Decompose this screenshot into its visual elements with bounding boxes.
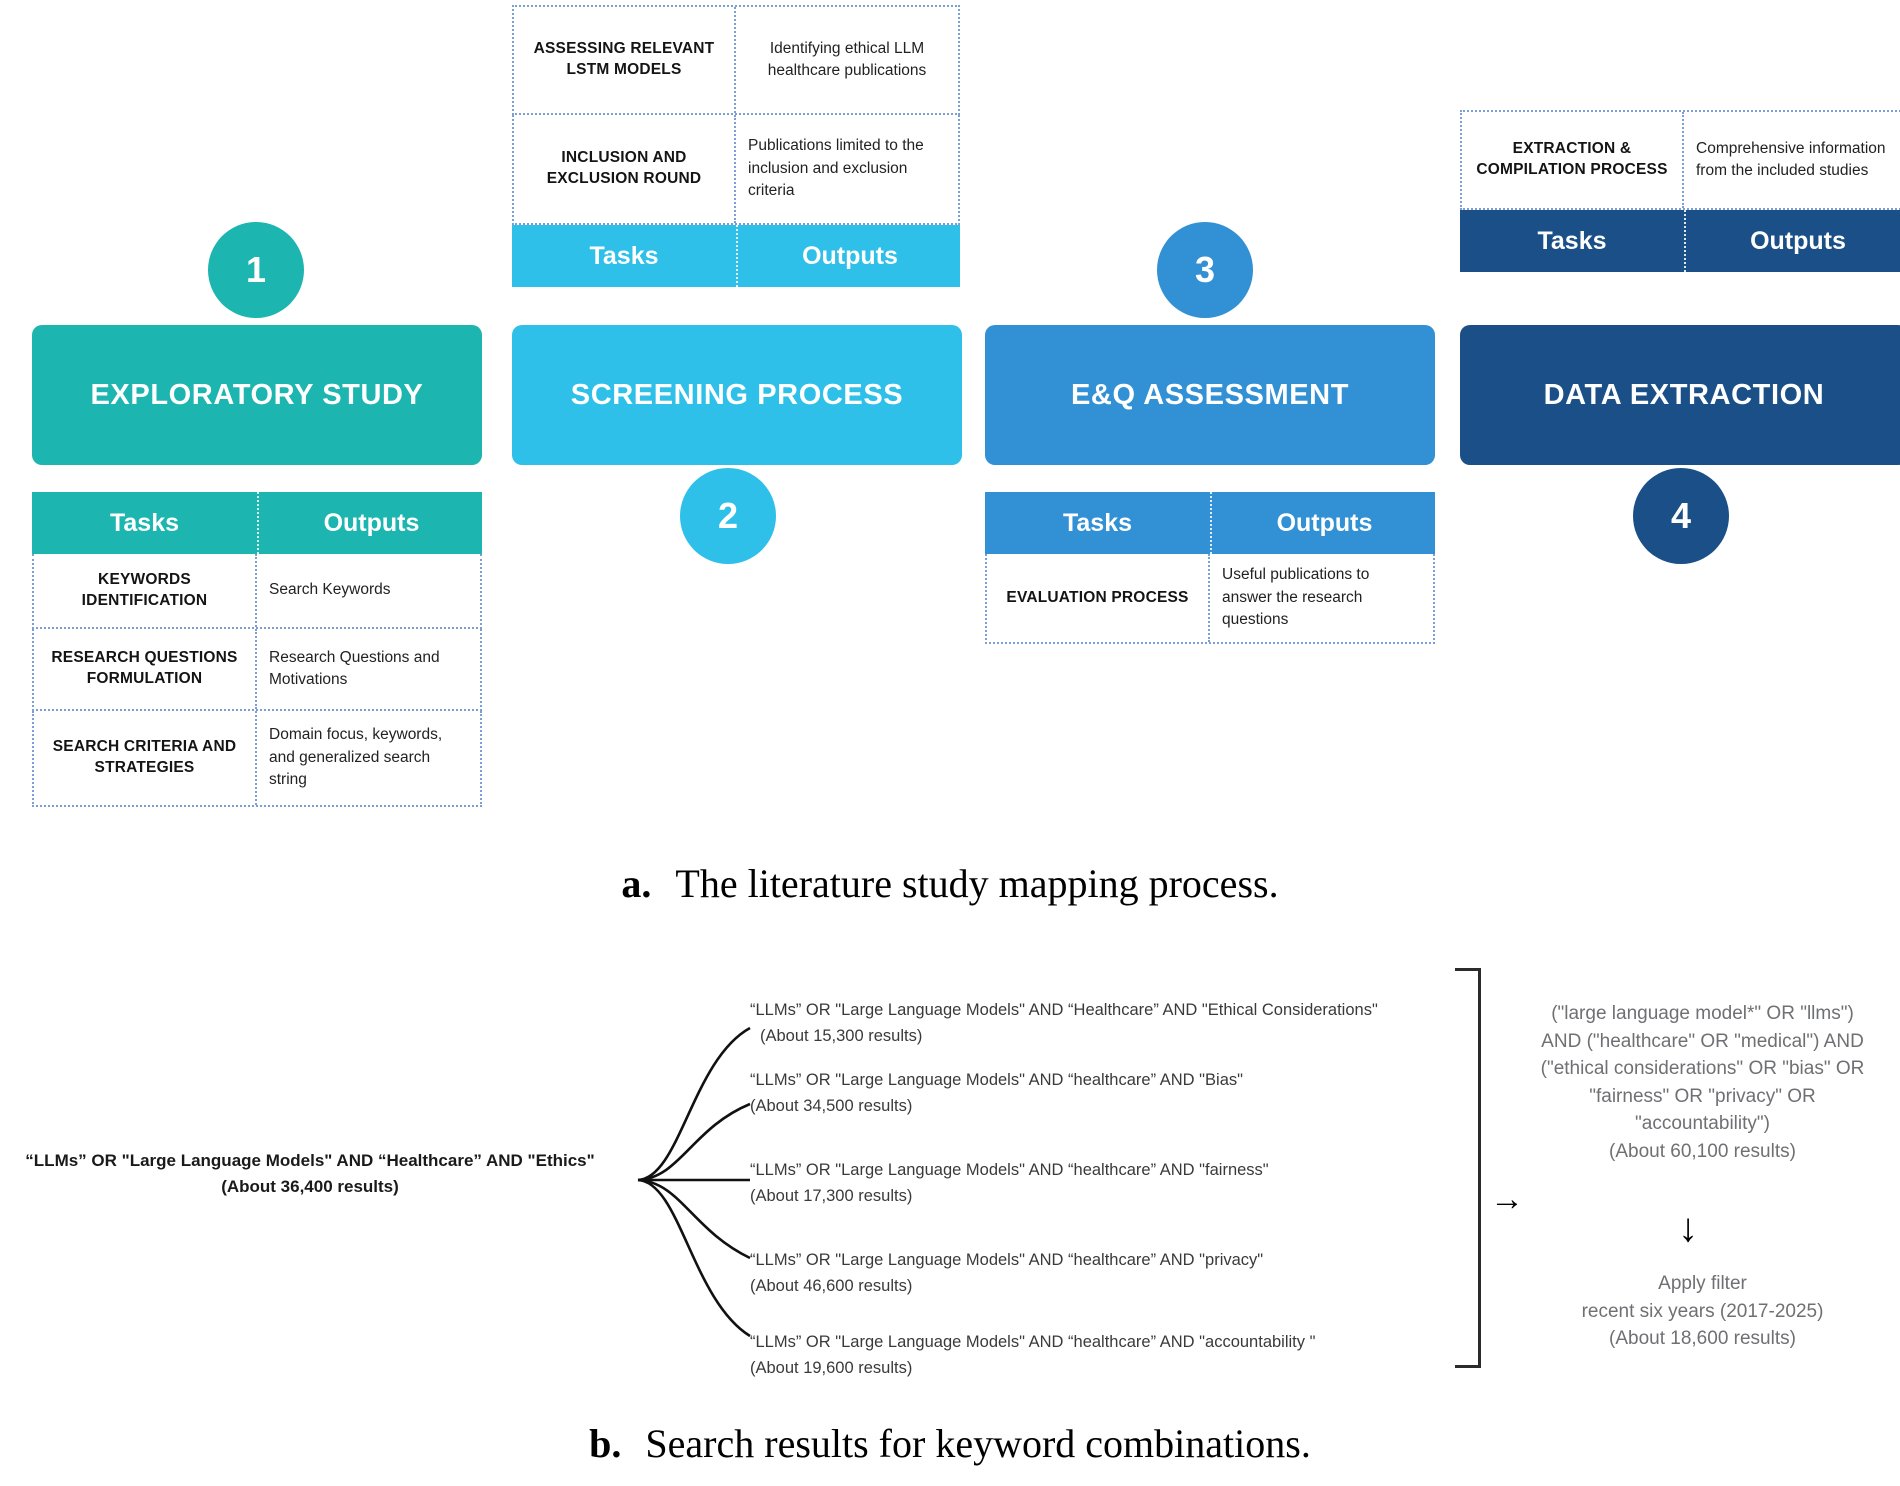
stage-band-label: DATA EXTRACTION xyxy=(1543,378,1825,411)
combined-query-line-4: "fairness" OR "privacy" OR xyxy=(1589,1085,1816,1107)
table-row: EVALUATION PROCESS Useful publications t… xyxy=(985,554,1435,644)
branch-item: “LLMs” OR "Large Language Models" AND “h… xyxy=(750,1158,1450,1209)
table-exploratory-study: Tasks Outputs KEYWORDS IDENTIFICATION Se… xyxy=(32,492,482,807)
branch-results: (About 15,300 results) xyxy=(760,1026,923,1045)
branch-item: “LLMs” OR "Large Language Models" AND “h… xyxy=(750,1330,1450,1381)
combined-query-block: ("large language model*" OR "llms") AND … xyxy=(1505,1000,1900,1165)
filter-line-1: Apply filter xyxy=(1658,1273,1747,1294)
branch-results: (About 34,500 results) xyxy=(750,1096,913,1115)
stage-band-label: EXPLORATORY STUDY xyxy=(90,378,424,411)
stage-number-4: 4 xyxy=(1633,468,1729,564)
stage-number-3: 3 xyxy=(1157,222,1253,318)
stage-number-2: 2 xyxy=(680,468,776,564)
branch-query: “LLMs” OR "Large Language Models" AND “h… xyxy=(750,1071,1243,1089)
stage-band-data-extraction[interactable]: DATA EXTRACTION xyxy=(1460,325,1900,465)
caption-a: a. The literature study mapping process. xyxy=(0,860,1900,907)
task-cell: EVALUATION PROCESS xyxy=(987,554,1210,642)
root-query-text: “LLMs” OR "Large Language Models" AND “H… xyxy=(25,1151,595,1170)
root-query-block: “LLMs” OR "Large Language Models" AND “H… xyxy=(0,1148,620,1199)
column-header-tasks: Tasks xyxy=(32,492,259,554)
task-cell: INCLUSION AND EXCLUSION ROUND xyxy=(514,115,736,223)
column-header-tasks: Tasks xyxy=(985,492,1212,554)
stage-number-1: 1 xyxy=(208,222,304,318)
column-header-outputs: Outputs xyxy=(802,241,898,270)
table-row: ASSESSING RELEVANT LSTM MODELS Identifyi… xyxy=(512,5,960,115)
branch-line-5 xyxy=(637,1178,751,1338)
branch-connector-lines xyxy=(637,1026,751,1338)
table-eq-assessment: Tasks Outputs EVALUATION PROCESS Useful … xyxy=(985,492,1435,644)
branch-item: “LLMs” OR "Large Language Models" AND “h… xyxy=(750,1068,1450,1119)
task-cell: KEYWORDS IDENTIFICATION xyxy=(34,554,257,627)
caption-a-label: a. xyxy=(621,861,652,906)
branch-query: “LLMs” OR "Large Language Models" AND “H… xyxy=(750,1001,1378,1019)
root-query-results: (About 36,400 results) xyxy=(221,1176,399,1196)
caption-b-text: Search results for keyword combinations. xyxy=(645,1421,1311,1466)
task-cell: EXTRACTION & COMPILATION PROCESS xyxy=(1462,112,1684,208)
output-cell: Research Questions and Motivations xyxy=(269,648,440,688)
stage-number-1-label: 1 xyxy=(245,249,267,290)
apply-filter-block: Apply filter recent six years (2017-2025… xyxy=(1505,1270,1900,1353)
output-cell: Useful publications to answer the resear… xyxy=(1222,566,1370,629)
branch-results: (About 46,600 results) xyxy=(750,1276,913,1295)
stage-band-eq-assessment[interactable]: E&Q ASSESSMENT xyxy=(985,325,1435,465)
combined-query-results: (About 60,100 results) xyxy=(1609,1140,1796,1162)
arrow-right-icon: → xyxy=(1490,1180,1524,1218)
output-cell: Comprehensive information from the inclu… xyxy=(1696,139,1886,179)
table-data-extraction: EXTRACTION & COMPILATION PROCESS Compreh… xyxy=(1460,110,1900,272)
stage-band-screening-process[interactable]: SCREENING PROCESS xyxy=(512,325,962,465)
task-cell: SEARCH CRITERIA AND STRATEGIES xyxy=(34,711,257,805)
table-header: Tasks Outputs xyxy=(512,225,960,287)
column-header-outputs: Outputs xyxy=(1750,226,1846,255)
table-row: RESEARCH QUESTIONS FORMULATION Research … xyxy=(32,629,482,711)
column-header-tasks: Tasks xyxy=(1460,210,1686,272)
stage-number-2-label: 2 xyxy=(717,495,739,536)
column-header-outputs: Outputs xyxy=(1276,508,1373,537)
branch-line-1 xyxy=(637,1026,751,1182)
table-row: SEARCH CRITERIA AND STRATEGIES Domain fo… xyxy=(32,711,482,807)
branch-results: (About 17,300 results) xyxy=(750,1186,913,1205)
combined-query-line-1: ("large language model*" OR "llms") xyxy=(1551,1003,1854,1024)
branch-line-4 xyxy=(637,1178,751,1260)
table-screening-process: ASSESSING RELEVANT LSTM MODELS Identifyi… xyxy=(512,5,960,287)
branch-item: “LLMs” OR "Large Language Models" AND “H… xyxy=(750,998,1450,1049)
caption-b-label: b. xyxy=(589,1421,622,1466)
filter-results: (About 18,600 results) xyxy=(1609,1328,1796,1350)
stage-band-exploratory-study[interactable]: EXPLORATORY STUDY xyxy=(32,325,482,465)
stage-number-4-label: 4 xyxy=(1670,495,1692,536)
table-header: Tasks Outputs xyxy=(1460,210,1900,272)
caption-b: b. Search results for keyword combinatio… xyxy=(0,1420,1900,1467)
table-header: Tasks Outputs xyxy=(32,492,482,554)
combined-query-line-3: ("ethical considerations" OR "bias" OR xyxy=(1540,1058,1865,1080)
table-header: Tasks Outputs xyxy=(985,492,1435,554)
panel-a-process-diagram: ASSESSING RELEVANT LSTM MODELS Identifyi… xyxy=(32,5,1900,807)
task-cell: RESEARCH QUESTIONS FORMULATION xyxy=(34,629,257,709)
table-row: KEYWORDS IDENTIFICATION Search Keywords xyxy=(32,554,482,629)
branch-query: “LLMs” OR "Large Language Models" AND “h… xyxy=(750,1251,1264,1269)
output-cell: Identifying ethical LLM healthcare publi… xyxy=(767,39,927,79)
output-cell: Search Keywords xyxy=(269,581,391,599)
stage-number-3-label: 3 xyxy=(1194,249,1216,290)
column-header-tasks: Tasks xyxy=(512,225,738,287)
table-row: INCLUSION AND EXCLUSION ROUND Publicatio… xyxy=(512,115,960,225)
column-header-outputs: Outputs xyxy=(323,508,420,537)
caption-a-text: The literature study mapping process. xyxy=(675,861,1279,906)
task-cell: ASSESSING RELEVANT LSTM MODELS xyxy=(514,7,736,113)
branch-line-2 xyxy=(637,1102,751,1182)
table-row: EXTRACTION & COMPILATION PROCESS Compreh… xyxy=(1460,110,1900,210)
filter-line-2: recent six years (2017-2025) xyxy=(1581,1300,1824,1322)
combined-query-line-2: AND ("healthcare" OR "medical") AND xyxy=(1541,1030,1864,1052)
branch-query: “LLMs” OR "Large Language Models" AND “h… xyxy=(750,1333,1316,1351)
branch-item: “LLMs” OR "Large Language Models" AND “h… xyxy=(750,1248,1450,1299)
branch-results: (About 19,600 results) xyxy=(750,1358,913,1377)
stage-band-label: E&Q ASSESSMENT xyxy=(1070,378,1350,411)
arrow-down-icon: ↓ xyxy=(1678,1206,1698,1250)
branch-query: “LLMs” OR "Large Language Models" AND “h… xyxy=(750,1161,1269,1179)
output-cell: Publications limited to the inclusion an… xyxy=(748,137,924,200)
stage-band-label: SCREENING PROCESS xyxy=(570,378,904,411)
grouping-bracket xyxy=(1455,968,1481,1368)
combined-query-line-5: "accountability") xyxy=(1635,1113,1770,1135)
output-cell: Domain focus, keywords, and generalized … xyxy=(269,726,443,789)
